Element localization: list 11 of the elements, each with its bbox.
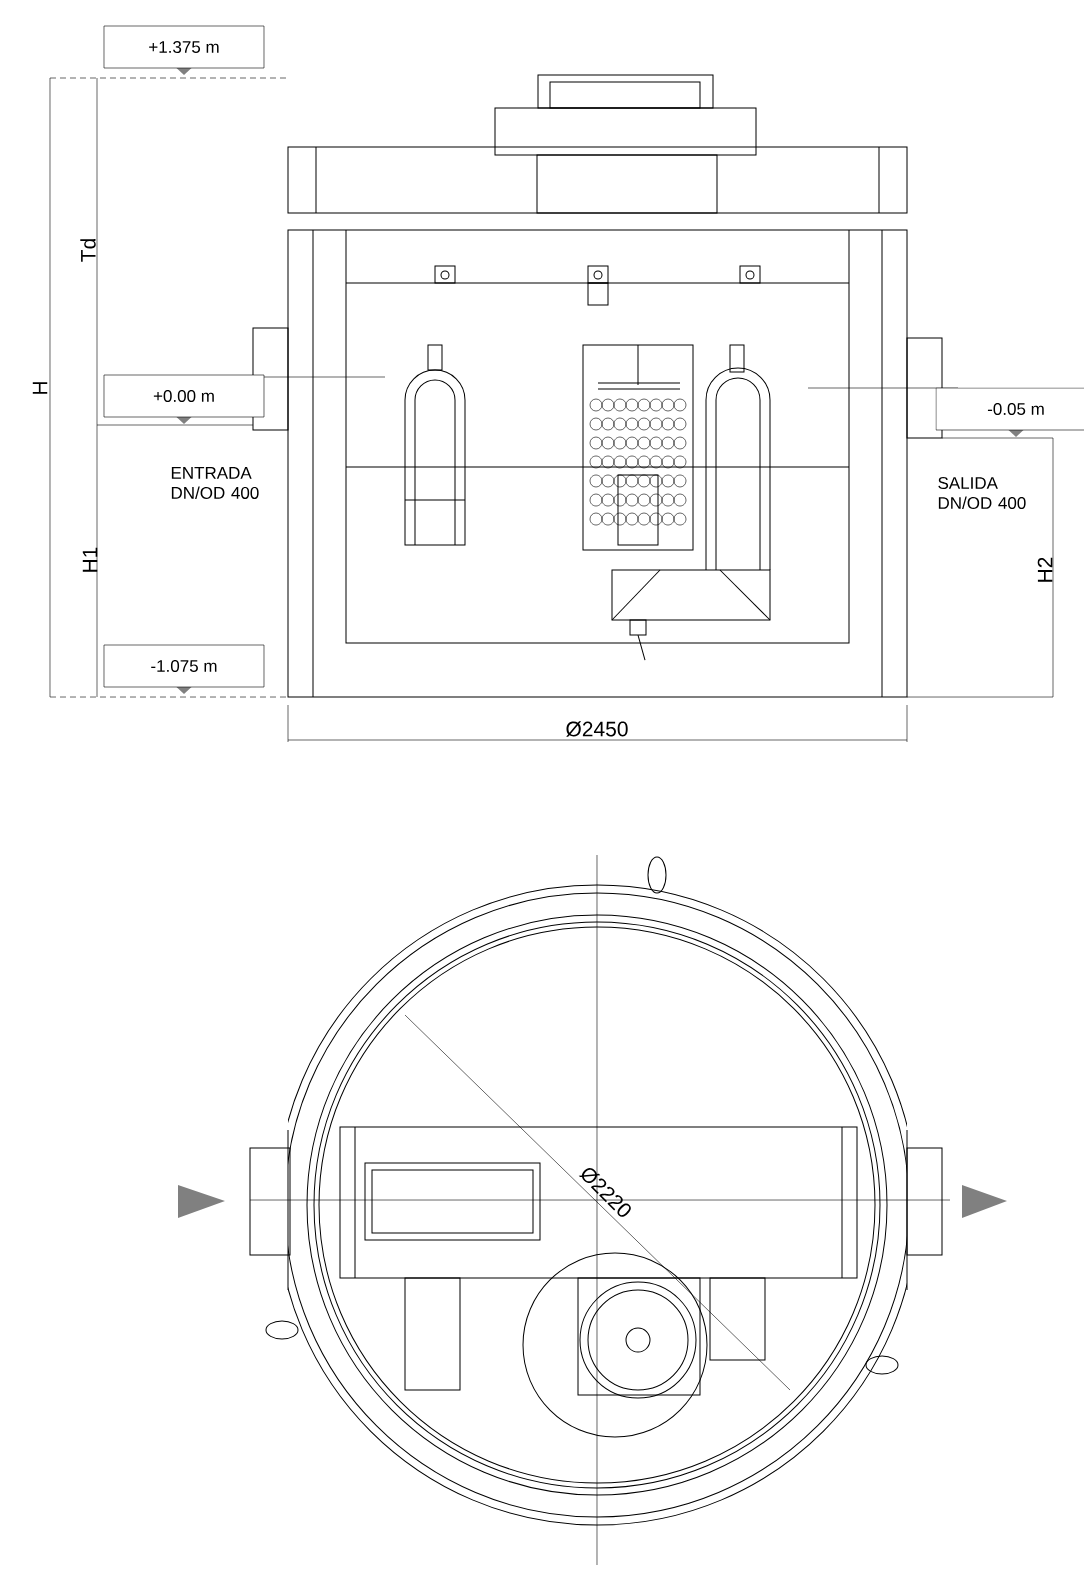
callout-label: SALIDA DN/OD 400 (938, 477, 1026, 509)
level-box: +0.00 m (103, 374, 265, 418)
dimension-label: H1 (82, 547, 98, 572)
level-box: -0.05 m (935, 387, 1084, 431)
dimension-label: Ø2450 (566, 721, 628, 737)
dimension-label: H (32, 382, 48, 394)
level-box: -1.075 m (103, 644, 265, 688)
callout-label: ENTRADA DN/OD 400 (171, 467, 259, 499)
dimension-label: Td (80, 239, 96, 262)
dimension-label: H2 (1037, 557, 1053, 582)
level-box: +1.375 m (103, 25, 265, 69)
